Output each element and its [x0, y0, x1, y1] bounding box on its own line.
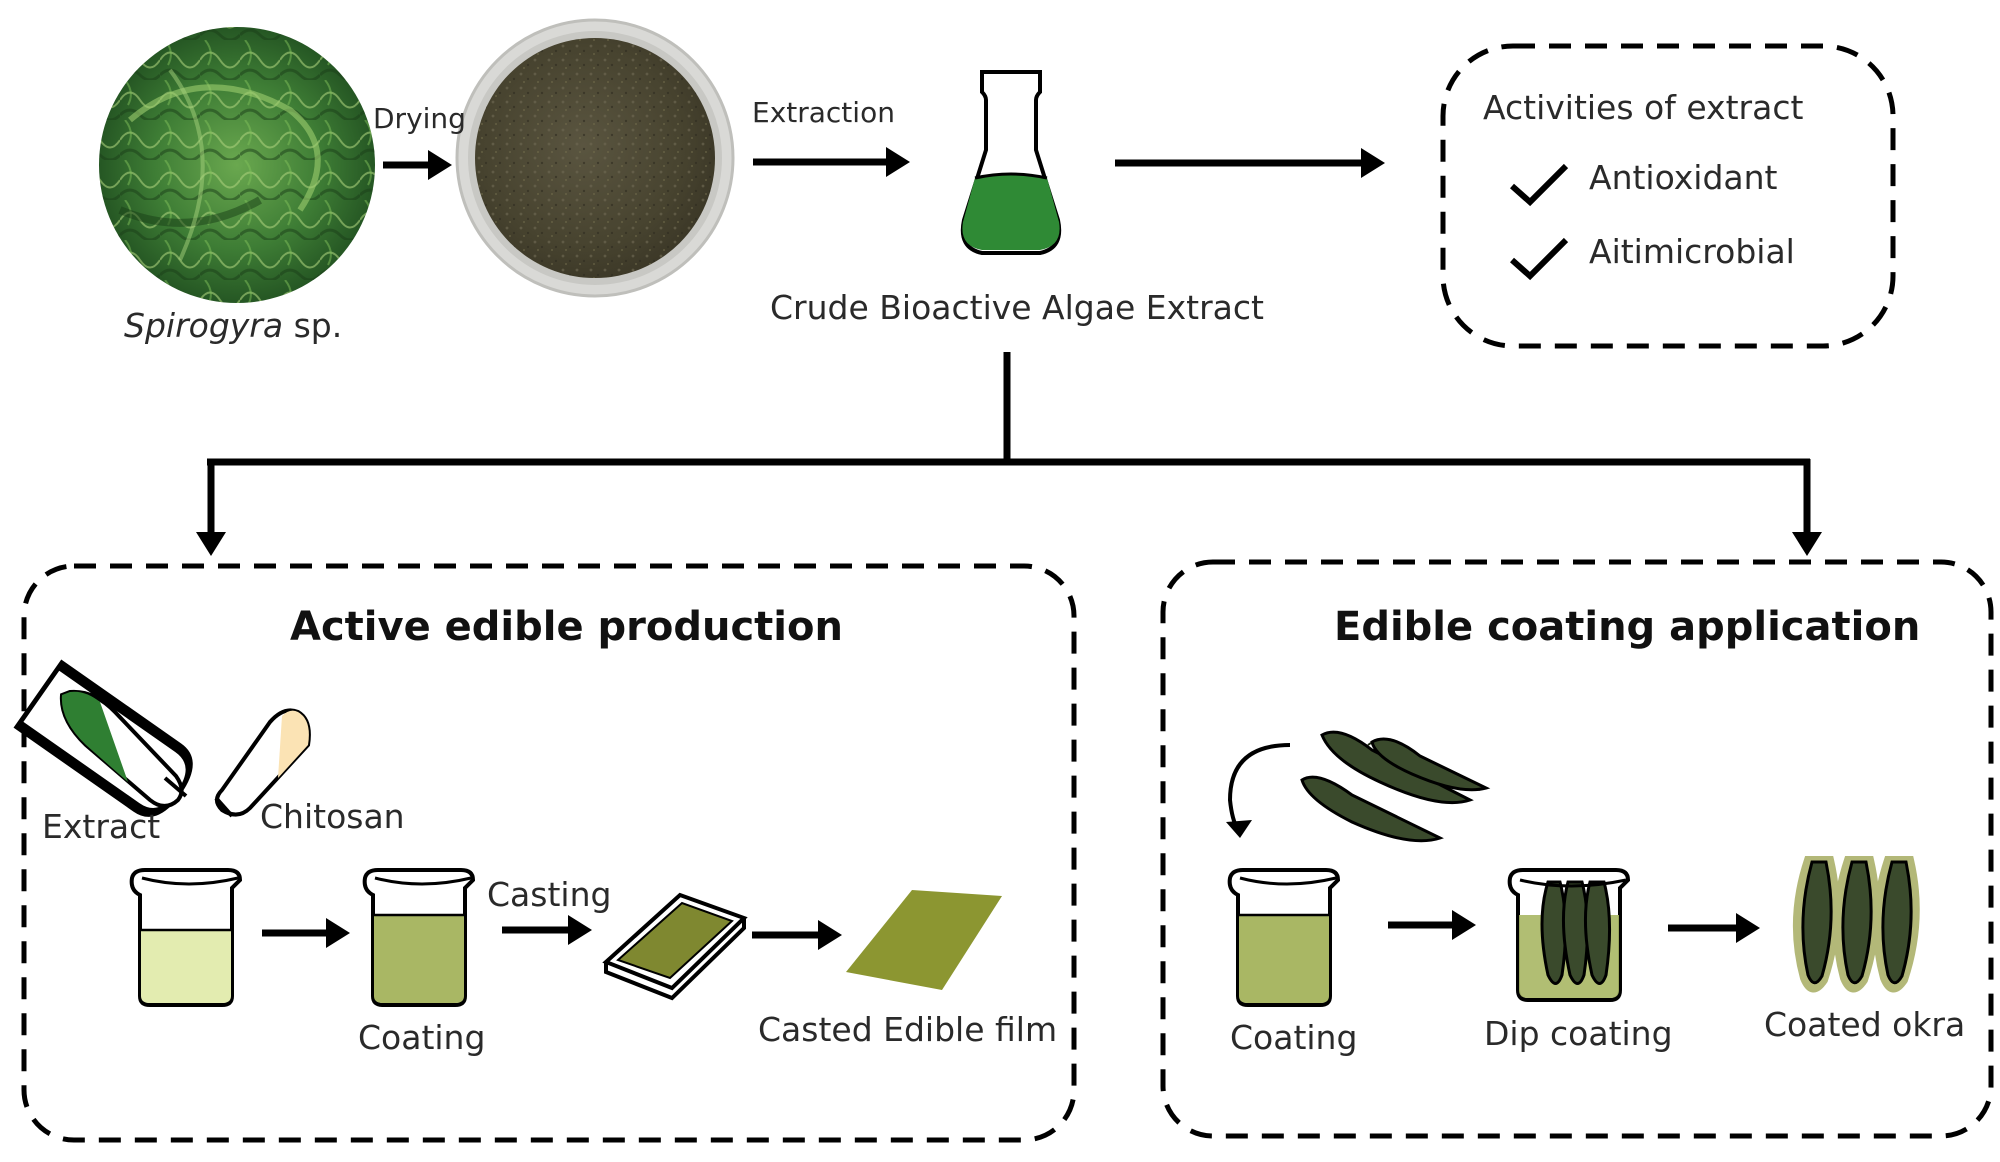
checkmark-icon — [1508, 160, 1570, 208]
drying-label: Drying — [373, 102, 466, 135]
extract-flask — [960, 70, 1062, 255]
extract-tube-shape — [59, 689, 188, 808]
activities-box — [1440, 43, 1896, 349]
dip-coating-beaker — [1507, 868, 1631, 1002]
dried-powder-dish — [455, 18, 735, 298]
drying-arrow — [383, 150, 452, 180]
casting-tray — [602, 892, 748, 1001]
okra-pods — [1300, 730, 1491, 843]
result-arrow — [1668, 913, 1760, 943]
extract-label: Extract — [42, 807, 161, 846]
spirogyra-suffix: sp. — [283, 306, 343, 345]
beaker-solution — [129, 868, 243, 1007]
casting-arrow — [502, 915, 592, 945]
extract-name-label: Crude Bioactive Algae Extract — [770, 288, 1264, 327]
chitosan-tube — [214, 708, 311, 818]
activities-title: Activities of extract — [1483, 88, 1804, 127]
branch-connector — [196, 352, 1822, 556]
casting-label: Casting — [487, 875, 612, 914]
beaker-coating — [362, 868, 476, 1007]
extraction-label: Extraction — [752, 96, 895, 129]
film-label: Casted Edible film — [758, 1010, 1058, 1049]
application-beaker — [1227, 868, 1341, 1007]
casted-film — [846, 890, 1002, 990]
film-arrow — [752, 920, 842, 950]
spirogyra-photo — [99, 27, 375, 303]
immerse-curved-arrow — [1226, 743, 1291, 838]
coating-label: Coating — [358, 1018, 486, 1057]
application-panel — [1160, 559, 1994, 1139]
production-title: Active edible production — [290, 604, 843, 650]
checkmark-icon — [1508, 234, 1570, 282]
spirogyra-label: Spirogyra sp. — [124, 306, 342, 345]
dip-label: Dip coating — [1484, 1014, 1673, 1053]
production-panel — [21, 563, 1077, 1143]
coated-okra — [1792, 856, 1920, 993]
application-title: Edible coating application — [1334, 604, 1921, 650]
chitosan-label: Chitosan — [260, 797, 405, 836]
mix-arrow — [262, 918, 350, 948]
activity-item: Aitimicrobial — [1589, 232, 1795, 271]
dip-arrow — [1388, 910, 1476, 940]
activities-arrow — [1115, 148, 1385, 178]
spirogyra-genus: Spirogyra — [124, 306, 284, 345]
extraction-arrow — [753, 147, 910, 177]
app-coating-label: Coating — [1230, 1018, 1358, 1057]
activity-item: Antioxidant — [1589, 158, 1778, 197]
result-label: Coated okra — [1764, 1005, 1966, 1044]
